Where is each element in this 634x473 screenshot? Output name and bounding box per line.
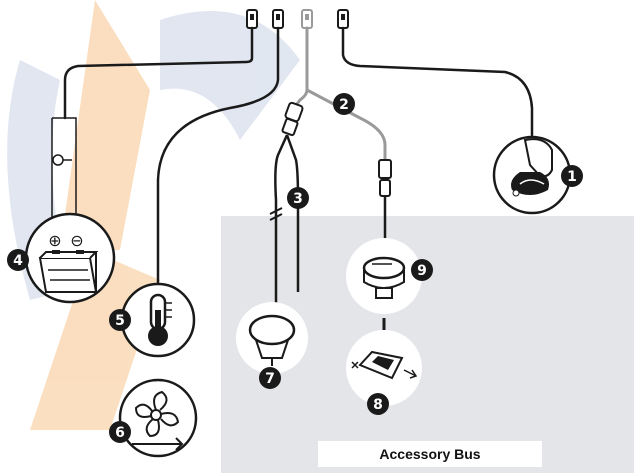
accessory-bus-panel: [221, 216, 634, 473]
transducer-cable: [341, 26, 534, 137]
callout-4: 4: [7, 249, 29, 271]
battery-node: ⊕ ⊖: [24, 117, 116, 304]
svg-text:8: 8: [373, 397, 383, 413]
sensor-dome-icon: [248, 314, 296, 366]
thermometer-icon: [148, 293, 172, 346]
cable-break-mark: [269, 207, 283, 221]
callout-3: 3: [287, 187, 309, 209]
callout-7: 7: [259, 367, 281, 389]
paddle-sensor-icon: [351, 350, 418, 380]
battery-icon: [38, 250, 99, 293]
svg-text:9: 9: [417, 263, 427, 279]
sensor-9-node: [346, 238, 422, 314]
sensor-7-node: [236, 302, 308, 374]
svg-text:1: 1: [567, 169, 577, 185]
top-connector-1: [246, 9, 258, 29]
svg-text:6: 6: [115, 425, 125, 441]
puck-sensor-icon: [362, 256, 406, 299]
accessory-bus-cable: [292, 26, 309, 110]
temperature-cable: [156, 26, 280, 287]
temperature-node: [120, 282, 196, 358]
svg-text:3: 3: [293, 191, 303, 207]
callout-6: 6: [109, 421, 131, 443]
transducer-icon: [511, 138, 553, 197]
accessory-bus-label: Accessory Bus: [318, 441, 542, 467]
callout-2: 2: [333, 93, 355, 115]
top-connector-2: [272, 9, 284, 29]
callout-8: 8: [367, 393, 389, 415]
sensor-8-node: [346, 330, 422, 406]
callout-9: 9: [411, 259, 433, 281]
fan-node: [118, 378, 198, 458]
svg-text:2: 2: [339, 97, 349, 113]
top-connector-4: [337, 9, 349, 29]
transducer-node: [492, 135, 572, 215]
inline-connector-lower: [378, 159, 392, 240]
sensor-7-cable: [274, 134, 289, 305]
accessory-bus-branch: [305, 88, 387, 164]
fan-icon: [132, 390, 184, 451]
svg-text:5: 5: [115, 313, 125, 329]
svg-text:7: 7: [265, 371, 275, 387]
callout-5: 5: [109, 309, 131, 331]
battery-cable: [63, 26, 254, 120]
battery-minus: ⊖: [70, 231, 83, 250]
top-connector-3: [301, 9, 313, 29]
battery-plus: ⊕: [48, 231, 61, 250]
inline-connector-upper: [281, 101, 304, 137]
callout-1: 1: [561, 165, 583, 187]
svg-text:4: 4: [13, 253, 23, 269]
